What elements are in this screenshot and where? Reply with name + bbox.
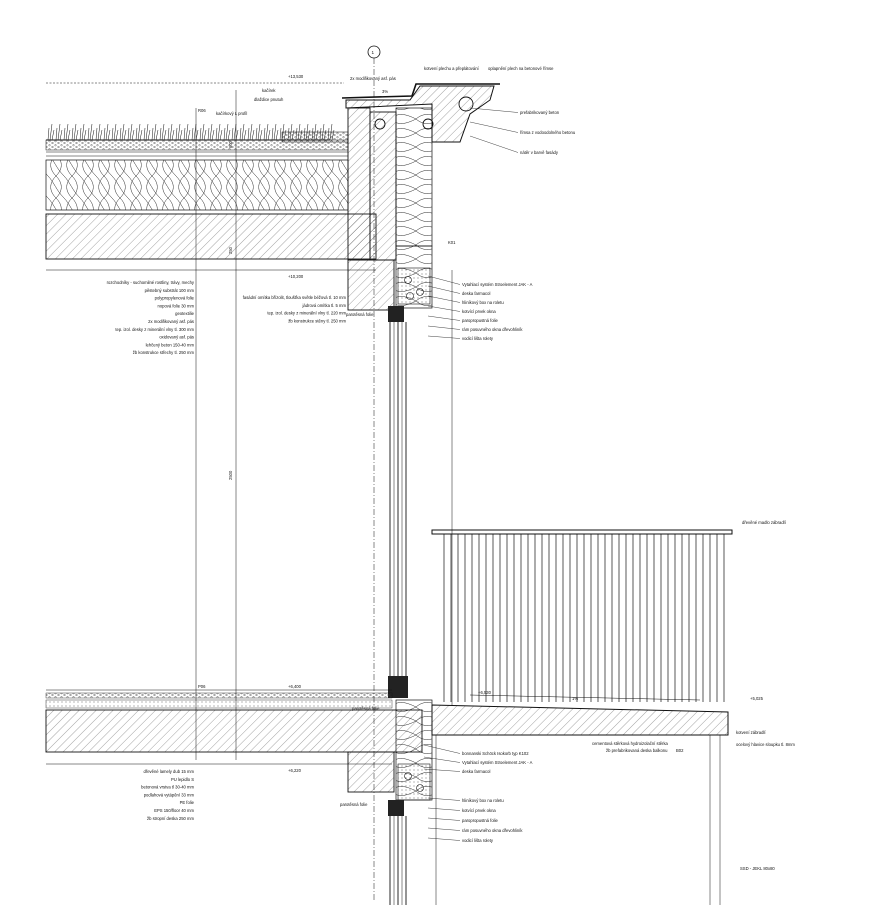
level-balcony: +6,530 (478, 690, 492, 695)
roof-layer-list: rozchodníky - suchomilné rostliny, trávy… (107, 280, 195, 355)
roof-layer-label: lehčený beton 150-40 mm (146, 342, 195, 347)
floor-labels-mid: bonnanski Schöck Isokorb typ K102Vytahla… (423, 744, 533, 774)
floor-label: bonnanski Schöck Isokorb typ K102 (462, 751, 529, 756)
roof-assembly (45, 82, 377, 271)
slope-balcony: 1% (572, 696, 578, 701)
label-slab-a: cementová stěrková hydroizolační stěrka (592, 741, 669, 746)
roof-layer-label: 2x modifikovaný asf. pás (148, 319, 194, 324)
window-label: Vytahlací systém Stroelement JAK - A (462, 282, 533, 287)
tag-floor: P06 (198, 684, 206, 689)
window-label: rám posuvného okna dřevohliník (462, 828, 523, 833)
label-steel: ocelový hlavice sloupku tl. 8mm (736, 742, 795, 747)
facade-layer-label: fasádní omítka břízolit, tloušťka světle… (243, 295, 347, 300)
level-top: +13,530 (288, 74, 304, 79)
dim-wall: 2500 (228, 470, 233, 480)
floor-layer-label: betonová vrstva tl 30-40 mm (141, 785, 194, 790)
roof-layer-label: tep. izol. desky z minerální vlny tl. 30… (115, 327, 194, 332)
facade-layer-label: tep. izol. desky z minerální vlny tl. 22… (267, 311, 346, 316)
floor-layer-label: žb stropní deska 250 mm (147, 816, 195, 821)
dimension-lines (195, 45, 453, 900)
roof-layer-label: geotextilie (175, 311, 195, 316)
label-drain-edge: dlaždice pnutuh (254, 97, 284, 102)
label-vapor-3: parotěsná folie (340, 802, 368, 807)
window-labels-bottom: hliníkový box na roletu kotvící prvek okn… (427, 797, 523, 843)
label-anchor: kotvení zábradlí (736, 730, 766, 735)
section-mark: 1 (372, 50, 375, 55)
label-slab-b: žb prefabrikovaná deska balkonu (606, 748, 668, 753)
label-handrail: dřevěné madlo zábradlí (742, 520, 787, 525)
window-label: kotvící prvek okna (462, 309, 496, 314)
window-label: hliníkový box na roletu (462, 798, 504, 803)
floor-layer-label: dřevěné lamely dub 15 mm (143, 769, 194, 774)
right-top-label: římsa z vodoodolného betonu (520, 130, 576, 135)
sliding-window (388, 306, 408, 698)
floor-label: Vytahlací systém Stroelement JAK - A (462, 760, 533, 765)
dim-roof: 600 (228, 140, 233, 148)
dim-slab: 250 (228, 246, 233, 254)
label-gravel: kačírek (262, 88, 276, 93)
label-column: SSD - JEKL 80x80 (740, 866, 775, 871)
floor-layer-label: podlahová vytápění 33 mm (144, 792, 195, 797)
right-top-labels: prefabrikovaný beton římsa z vodoodolného… (469, 107, 576, 155)
facade-layer-list: fasádní omítka břízolit, tloušťka světle… (243, 295, 347, 323)
roof-layer-label: rozchodníky - suchomilné rostliny, trávy… (107, 280, 195, 285)
level-right: +5,025 (750, 696, 764, 701)
floor-layer-label: PE folie (180, 800, 195, 805)
label-coping: oplapnění plech na betonové římse (488, 66, 554, 71)
window-label: vodicí lišta rolety (462, 838, 494, 843)
right-top-label: prefabrikovaný beton (520, 110, 560, 115)
window-labels-top: Vytahlací systém Stroelement JAK - A desk… (427, 275, 533, 341)
floor-label: deska farmacol (462, 769, 490, 774)
roof-layer-label: pěstebný substrát 100 mm (145, 288, 195, 293)
window-label: deska farmacol (462, 291, 490, 296)
window-label: paropropustná folie (462, 318, 499, 323)
right-top-label: nátěr v barvě fasády (520, 150, 559, 155)
parapet (341, 83, 500, 261)
tag-window-top: K01 (448, 240, 456, 245)
balusters (443, 534, 725, 702)
label-flashing: kotvení plechu a přeplátování (424, 66, 480, 71)
label-gravel-angle: kačírkový L profil (216, 111, 247, 116)
window-label: hliníkový box na roletu (462, 300, 504, 305)
tag-roof: R06 (198, 108, 206, 113)
floor-layer-list: dřevěné lamely dub 15 mm PU lepidlo S beto… (141, 769, 195, 821)
roof-layer-label: žb konstrukce střechy tl. 250 mm (133, 350, 195, 355)
facade-layer-label: jádrová omítka tl. 5 mm (301, 303, 346, 308)
level-floor-below: +6,220 (288, 768, 302, 773)
slope-top: 3% (382, 89, 388, 94)
roof-layer-label: nopová folie 30 mm (157, 303, 194, 308)
roof-layer-label: polypropylenová folie (155, 296, 195, 301)
window-label: kotvící prvek okna (462, 808, 496, 813)
labels: 1 +13,530 +10,200 +6,400 +6,220 +6,530 +… (107, 50, 796, 871)
label-vapor-2: parotěsná folie (352, 706, 380, 711)
window-label: vodicí lišta rolety (462, 336, 494, 341)
level-floor: +6,400 (288, 684, 302, 689)
label-bitumen-top: 2x modifikovaný asf. pás (350, 76, 396, 81)
label-vapor-1: parotěsná folie (346, 312, 374, 317)
level-mid: +10,200 (288, 274, 304, 279)
tag-balcony: B02 (676, 748, 684, 753)
balcony (431, 529, 733, 905)
roof-layer-label: oxidovaný asf. pás (159, 335, 194, 340)
floor-layer-label: PU lepidlo S (171, 777, 194, 782)
facade-layer-label: žb konstrukce stěny tl. 250 mm (288, 318, 346, 323)
window-label: rám posuvného okna dřevohliník (462, 327, 523, 332)
window-label: paropropustná folie (462, 818, 499, 823)
floor-assembly (45, 689, 433, 905)
floor-layer-label: EPS 150/floor 40 mm (154, 808, 194, 813)
wall-upper (347, 245, 433, 311)
